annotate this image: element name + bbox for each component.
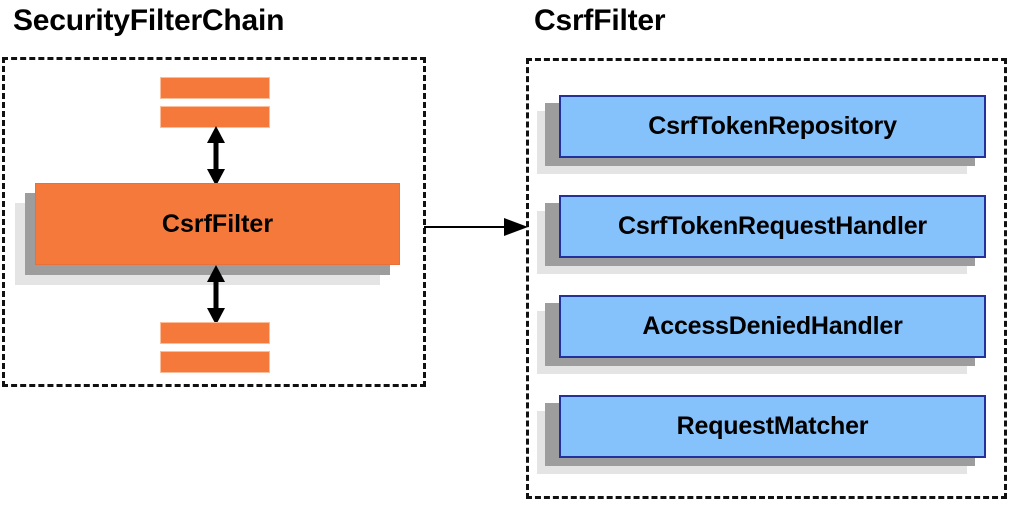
collaborator-csrf-token-request-handler[interactable]: CsrfTokenRequestHandler [559, 195, 986, 258]
collaborator-request-matcher[interactable]: RequestMatcher [559, 395, 986, 458]
filter-bar-bottom-2 [160, 351, 270, 373]
panel-csrf-filter [526, 58, 1007, 499]
filter-bar-bottom-1 [160, 322, 270, 344]
collaborator-csrf-token-request-handler-label: CsrfTokenRequestHandler [618, 212, 927, 240]
collaborator-request-matcher-label: RequestMatcher [676, 412, 869, 440]
collaborator-access-denied-handler[interactable]: AccessDeniedHandler [559, 295, 986, 358]
component-csrffilter[interactable]: CsrfFilter [35, 183, 400, 265]
arrow-chain-to-csrffilter [424, 218, 528, 236]
filter-bar-top-1 [160, 77, 270, 99]
arrow-bidirectional-top [207, 126, 225, 186]
component-csrffilter-label: CsrfFilter [161, 209, 274, 238]
collaborator-access-denied-handler-label: AccessDeniedHandler [642, 312, 903, 340]
collaborator-csrf-token-repository-label: CsrfTokenRepository [648, 112, 897, 140]
collaborator-csrf-token-repository[interactable]: CsrfTokenRepository [559, 95, 986, 158]
panel-title-csrf-filter: CsrfFilter [534, 4, 666, 37]
arrow-bidirectional-bottom [207, 265, 225, 325]
panel-security-filter-chain [2, 57, 426, 387]
panel-title-security-filter-chain: SecurityFilterChain [13, 4, 285, 37]
filter-bar-top-2 [160, 106, 270, 128]
